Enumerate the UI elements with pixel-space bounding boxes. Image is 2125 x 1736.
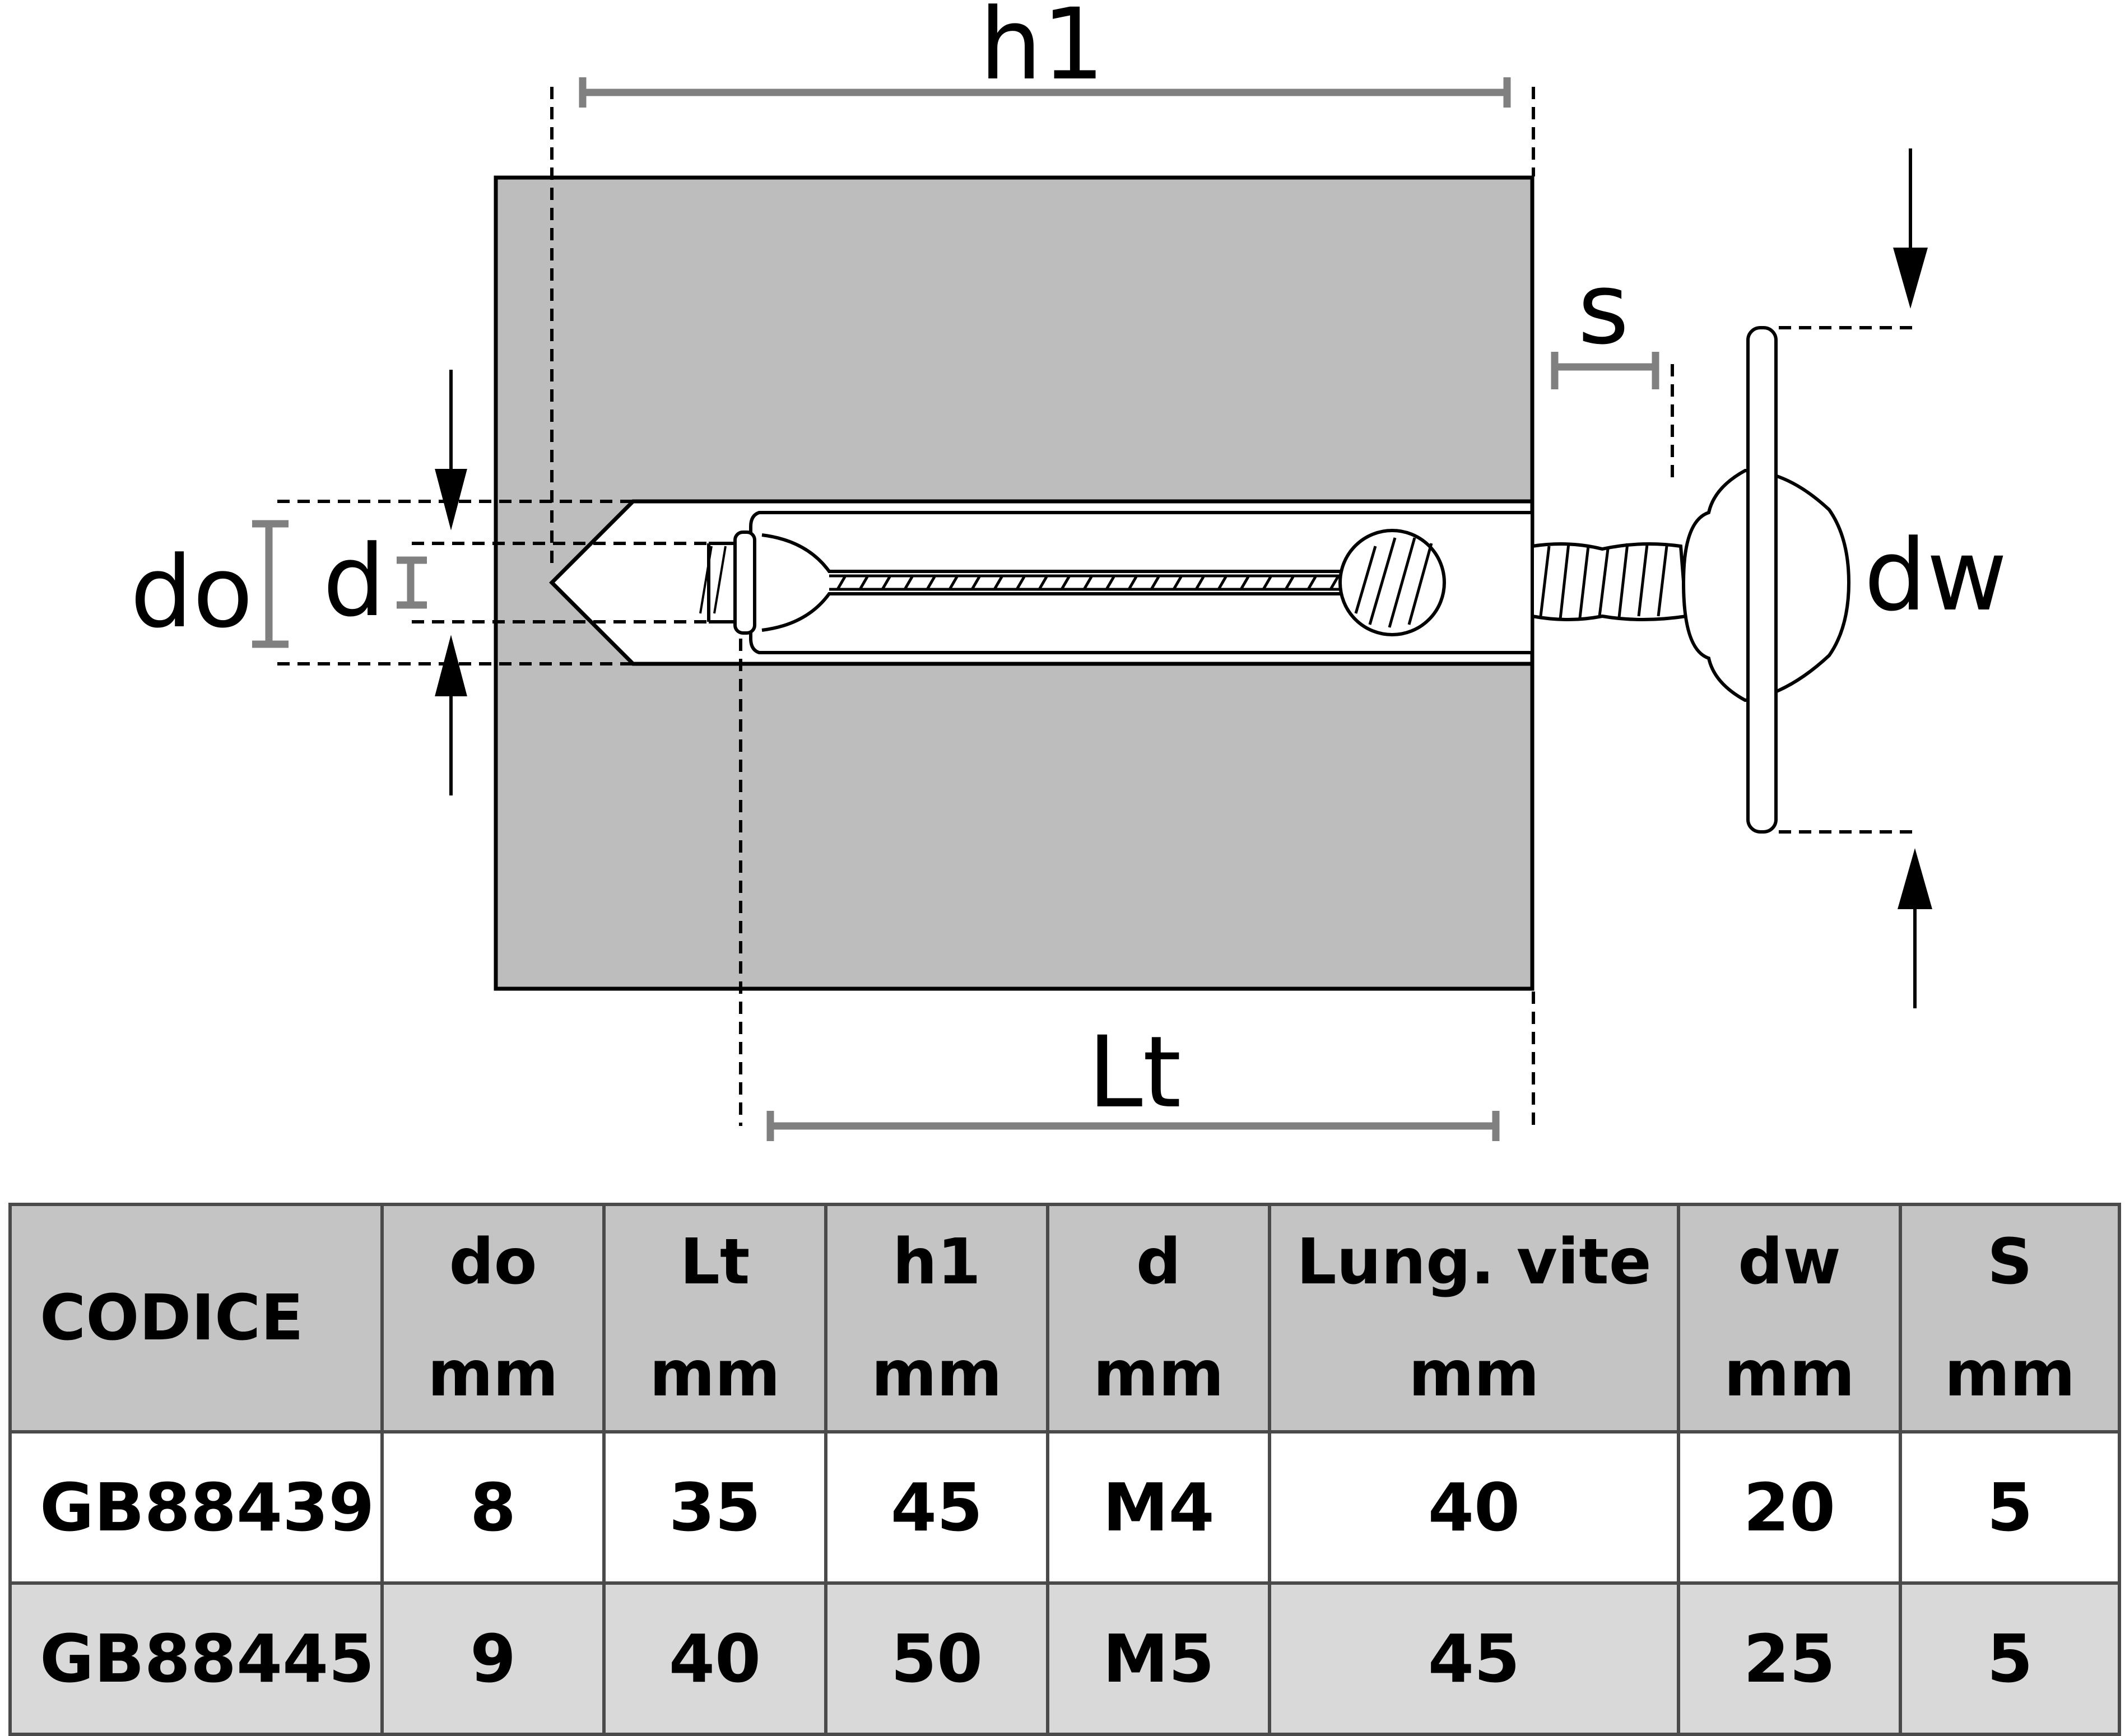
extension-lines <box>277 87 1916 1126</box>
cell-dw: 20 <box>1677 1430 1902 1585</box>
dimension-bars <box>252 77 1659 1141</box>
screw-thread <box>699 529 1446 636</box>
cell-lt: 35 <box>602 1430 827 1585</box>
header-dw: dw mm <box>1677 1203 1902 1434</box>
table-header-row: CODICE do mm Lt mm h1 mm d mm Lung. vite… <box>8 1203 2121 1434</box>
cell-do: 8 <box>380 1430 606 1585</box>
table-row: GB88439 8 35 45 M4 40 20 5 <box>8 1430 2121 1585</box>
header-lung-vite: Lung. vite mm <box>1268 1203 1680 1434</box>
cell-d: M5 <box>1046 1581 1271 1736</box>
anchor-diagram: h1 s do d dw Lt <box>130 0 2007 1141</box>
cell-lung-vite: 40 <box>1268 1430 1680 1585</box>
lt-label: Lt <box>1087 1015 1181 1130</box>
cell-d: M4 <box>1046 1430 1271 1585</box>
table-row: GB88445 9 40 50 M5 45 25 5 <box>8 1581 2121 1736</box>
header-codice: CODICE <box>8 1203 384 1434</box>
h1-dimension-bar <box>579 77 1511 108</box>
arrow-down-icon <box>435 370 467 530</box>
anchor-sleeve <box>707 511 1534 654</box>
arrow-down-icon <box>1893 148 1928 309</box>
cell-h1: 45 <box>824 1430 1049 1585</box>
s-dimension-bar <box>1551 352 1659 389</box>
cell-lt: 40 <box>602 1581 827 1736</box>
cell-lung-vite: 45 <box>1268 1581 1680 1736</box>
cell-codice: GB88439 <box>8 1430 384 1585</box>
d-dimension-bar <box>397 556 427 609</box>
dw-label: dw <box>1864 518 2007 633</box>
cell-h1: 50 <box>824 1581 1049 1736</box>
cell-s: 5 <box>1899 1430 2121 1585</box>
lt-dimension-bar <box>766 1111 1500 1141</box>
spec-table: CODICE do mm Lt mm h1 mm d mm Lung. vite… <box>8 1203 2121 1736</box>
do-label: do <box>130 535 253 650</box>
do-dimension-bar <box>252 520 289 648</box>
s-label: s <box>1578 252 1629 366</box>
cell-codice: GB88445 <box>8 1581 384 1736</box>
dimension-arrows <box>435 148 1932 1008</box>
d-label: d <box>323 524 385 639</box>
header-d: d mm <box>1046 1203 1271 1434</box>
arrow-up-icon <box>435 635 467 795</box>
header-h1: h1 mm <box>824 1203 1049 1434</box>
header-lt: Lt mm <box>602 1203 827 1434</box>
arrow-up-icon <box>1898 848 1932 1008</box>
header-s: S mm <box>1899 1203 2121 1434</box>
cell-s: 5 <box>1899 1581 2121 1736</box>
cell-dw: 25 <box>1677 1581 1902 1736</box>
h1-label: h1 <box>979 0 1105 102</box>
screw-head <box>1531 326 1851 834</box>
cell-do: 9 <box>380 1581 606 1736</box>
header-do: do mm <box>380 1203 606 1434</box>
